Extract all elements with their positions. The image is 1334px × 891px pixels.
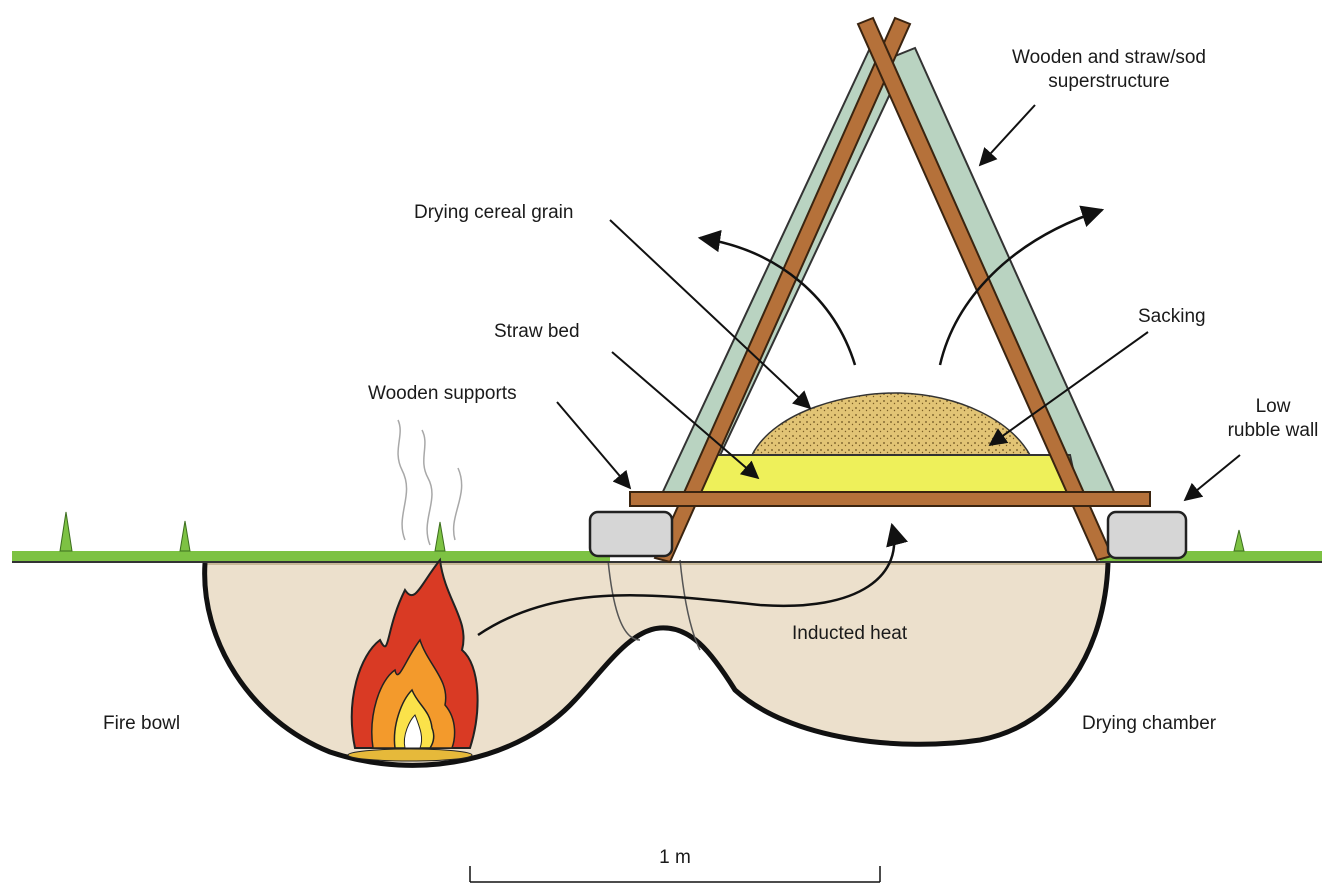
label-straw-bed: Straw bed <box>494 320 580 344</box>
smoke-wisp-3 <box>454 468 462 540</box>
grass-tuft-1 <box>60 512 72 551</box>
smoke <box>398 420 462 545</box>
label-inducted-heat: Inducted heat <box>792 622 907 646</box>
label-superstructure: Wooden and straw/sod superstructure <box>1000 46 1218 94</box>
leader-superstructure <box>980 105 1035 165</box>
grass-tuft-4 <box>1234 530 1244 551</box>
drying-bed <box>698 393 1078 492</box>
label-superstructure-line1: Wooden and straw/sod <box>1000 46 1218 70</box>
label-rubble-line2: rubble wall <box>1215 419 1331 443</box>
grass-tuft-3 <box>435 522 445 551</box>
grain-heap <box>752 393 1030 455</box>
label-wooden-supports: Wooden supports <box>368 382 517 406</box>
straw-bed <box>698 455 1078 492</box>
label-fire-bowl: Fire bowl <box>103 712 180 736</box>
label-rubble-wall: Low rubble wall <box>1215 395 1331 443</box>
embers <box>348 749 472 761</box>
stone-left <box>590 512 672 556</box>
leader-wooden-supports <box>557 402 630 488</box>
label-sacking: Sacking <box>1138 305 1206 329</box>
smoke-wisp-1 <box>398 420 407 540</box>
label-rubble-line1: Low <box>1215 395 1331 419</box>
label-scale: 1 m <box>640 846 710 870</box>
pit-bowls <box>205 563 1108 765</box>
soil-pit <box>205 560 1108 765</box>
label-drying-grain: Drying cereal grain <box>414 201 573 225</box>
label-superstructure-line2: superstructure <box>1000 70 1218 94</box>
support-beam <box>630 492 1150 506</box>
smoke-wisp-2 <box>422 430 432 545</box>
label-drying-chamber: Drying chamber <box>1082 712 1216 736</box>
leader-rubble-wall <box>1185 455 1240 500</box>
stone-right <box>1108 512 1186 558</box>
grass-left <box>12 551 610 562</box>
grass-tuft-2 <box>180 521 190 551</box>
